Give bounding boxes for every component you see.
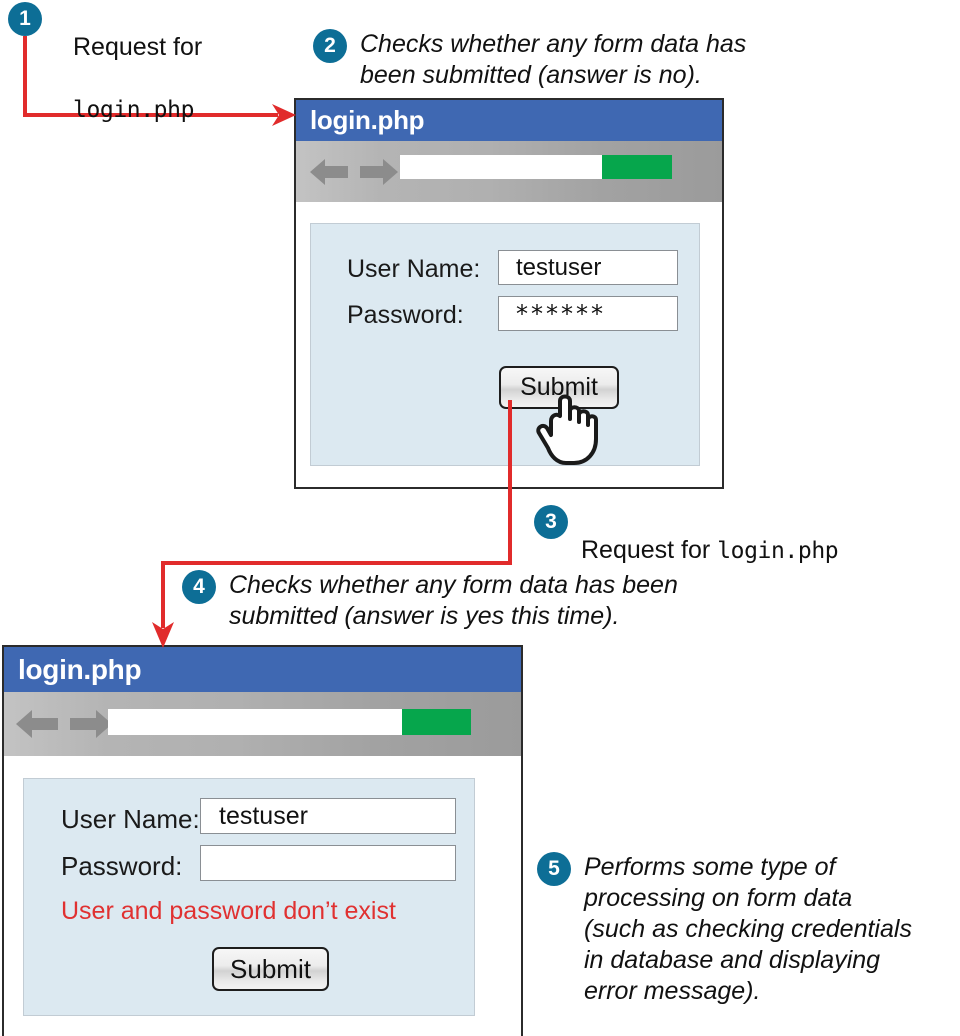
window-titlebar-top: login.php [296, 100, 722, 141]
step-badge-1: 1 [8, 2, 42, 36]
address-bar-input-top[interactable] [400, 155, 602, 179]
browser-window-bottom: login.php User Name: testuser Password: [2, 645, 523, 1036]
username-value-bottom: testuser [219, 801, 308, 830]
forward-arrow-icon[interactable] [358, 157, 398, 187]
login-form-panel-bottom: User Name: testuser Password: User and p… [23, 778, 475, 1016]
step-badge-3: 3 [534, 505, 568, 539]
step-1-line1: Request for [73, 33, 203, 61]
window-title-bottom: login.php [18, 653, 142, 685]
password-input-top[interactable]: ****** [498, 296, 678, 331]
password-input-bottom[interactable] [200, 845, 456, 881]
address-bar-bottom[interactable] [108, 709, 471, 735]
username-input-top[interactable]: testuser [498, 250, 678, 285]
page-content-top: User Name: testuser Password: ****** Sub… [296, 202, 722, 487]
password-label-top: Password: [347, 301, 464, 329]
window-title-top: login.php [310, 105, 425, 135]
username-label-bottom: User Name: [61, 804, 200, 834]
password-value-top: ****** [516, 299, 606, 328]
username-value-top: testuser [516, 253, 602, 281]
browser-window-top: login.php User Name: testuser Password: [294, 98, 724, 489]
login-form-panel-top: User Name: testuser Password: ****** Sub… [310, 223, 700, 466]
step-caption-5: Performs some type of processing on form… [584, 853, 912, 1005]
submit-button-bottom[interactable]: Submit [212, 947, 329, 991]
username-label-top: User Name: [347, 255, 481, 283]
step-badge-4: 4 [182, 570, 216, 604]
step-1-line2-code: login.php [73, 97, 195, 123]
back-arrow-icon[interactable] [16, 708, 60, 740]
step-caption-3: Request for login.php [581, 504, 839, 567]
step-badge-5: 5 [537, 852, 571, 886]
step-caption-4: Checks whether any form data has been su… [229, 571, 678, 630]
step-caption-1: Request for login.php [73, 1, 202, 126]
step-caption-2: Checks whether any form data has been su… [360, 30, 747, 89]
address-bar-go-segment-bottom[interactable] [402, 709, 471, 735]
address-bar-top[interactable] [400, 155, 672, 179]
window-titlebar-bottom: login.php [4, 647, 521, 692]
page-content-bottom: User Name: testuser Password: User and p… [4, 756, 521, 1036]
browser-toolbar-top [296, 141, 722, 202]
back-arrow-icon[interactable] [310, 157, 350, 187]
forward-arrow-icon[interactable] [68, 708, 112, 740]
pointing-hand-cursor-icon [536, 394, 598, 465]
step-3-code: login.php [717, 538, 839, 564]
password-label-bottom: Password: [61, 851, 183, 881]
browser-toolbar-bottom [4, 692, 521, 756]
username-input-bottom[interactable]: testuser [200, 798, 456, 834]
error-message-bottom: User and password don’t exist [61, 897, 396, 925]
step-badge-2: 2 [313, 29, 347, 63]
address-bar-input-bottom[interactable] [108, 709, 402, 735]
step-3-text: Request for [581, 536, 718, 564]
address-bar-go-segment-top[interactable] [602, 155, 672, 179]
